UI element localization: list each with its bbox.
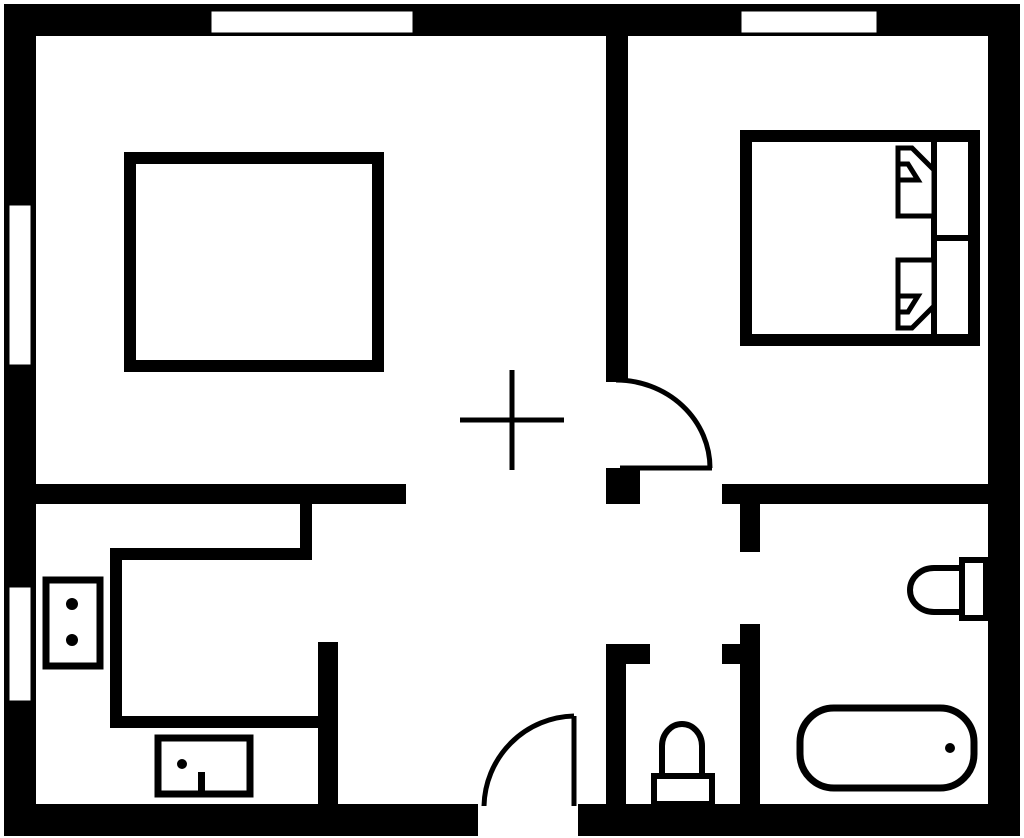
toilet-bathroom	[907, 557, 989, 621]
toilet-wc-bowl	[659, 721, 705, 779]
toilet-bathroom-bowl	[907, 565, 965, 615]
cooktop	[154, 734, 254, 798]
window-left-upper	[6, 202, 34, 368]
bedroom-door-swing	[615, 377, 713, 469]
cooktop-tap	[198, 772, 205, 792]
table	[124, 152, 384, 372]
toilet-bathroom-tank	[959, 557, 989, 621]
toilet-wc	[651, 721, 715, 807]
wall-bathroom-lower-cap	[722, 644, 760, 664]
kitchen-sink-drain-bottom	[66, 634, 78, 646]
bathtub-drain	[945, 743, 955, 753]
wall-bathroom-lower	[740, 624, 760, 804]
outer-wall-right	[988, 4, 1020, 836]
interior-walls	[36, 36, 990, 804]
kitchen-counter-outline	[110, 504, 318, 728]
pillow-top	[895, 145, 937, 219]
outer-wall-bottom-left	[4, 804, 478, 836]
wall-living-bedroom	[606, 36, 628, 382]
entrance-door-swing	[481, 713, 575, 807]
door-swings	[481, 377, 713, 807]
hall-crosshair	[460, 370, 564, 470]
outer-wall-bottom-right	[578, 804, 1020, 836]
wall-wc-left	[606, 644, 626, 804]
windows	[6, 8, 880, 704]
outer-wall-left	[4, 4, 36, 836]
window-top-left	[208, 8, 416, 36]
wall-horizontal-left	[36, 484, 406, 504]
wall-horizontal-right	[722, 484, 990, 504]
bathtub	[796, 704, 978, 792]
kitchen-sink-basin	[42, 576, 104, 670]
wall-bathroom-stub-top	[740, 504, 760, 552]
kitchen-sink	[42, 576, 104, 670]
pillow-bottom	[895, 257, 937, 331]
cooktop-dot	[177, 759, 187, 769]
wall-wc-left-cap	[606, 644, 650, 664]
bathtub-outline	[796, 704, 978, 792]
kitchen-sink-drain-top	[66, 598, 78, 610]
window-left-lower	[6, 584, 34, 704]
kitchen-counter	[110, 504, 318, 728]
toilet-wc-tank	[651, 773, 715, 807]
double-bed	[740, 130, 980, 346]
wall-stub-bedroom-door	[606, 468, 640, 504]
wall-kitchen-partition	[318, 642, 338, 804]
window-top-right	[738, 8, 880, 36]
